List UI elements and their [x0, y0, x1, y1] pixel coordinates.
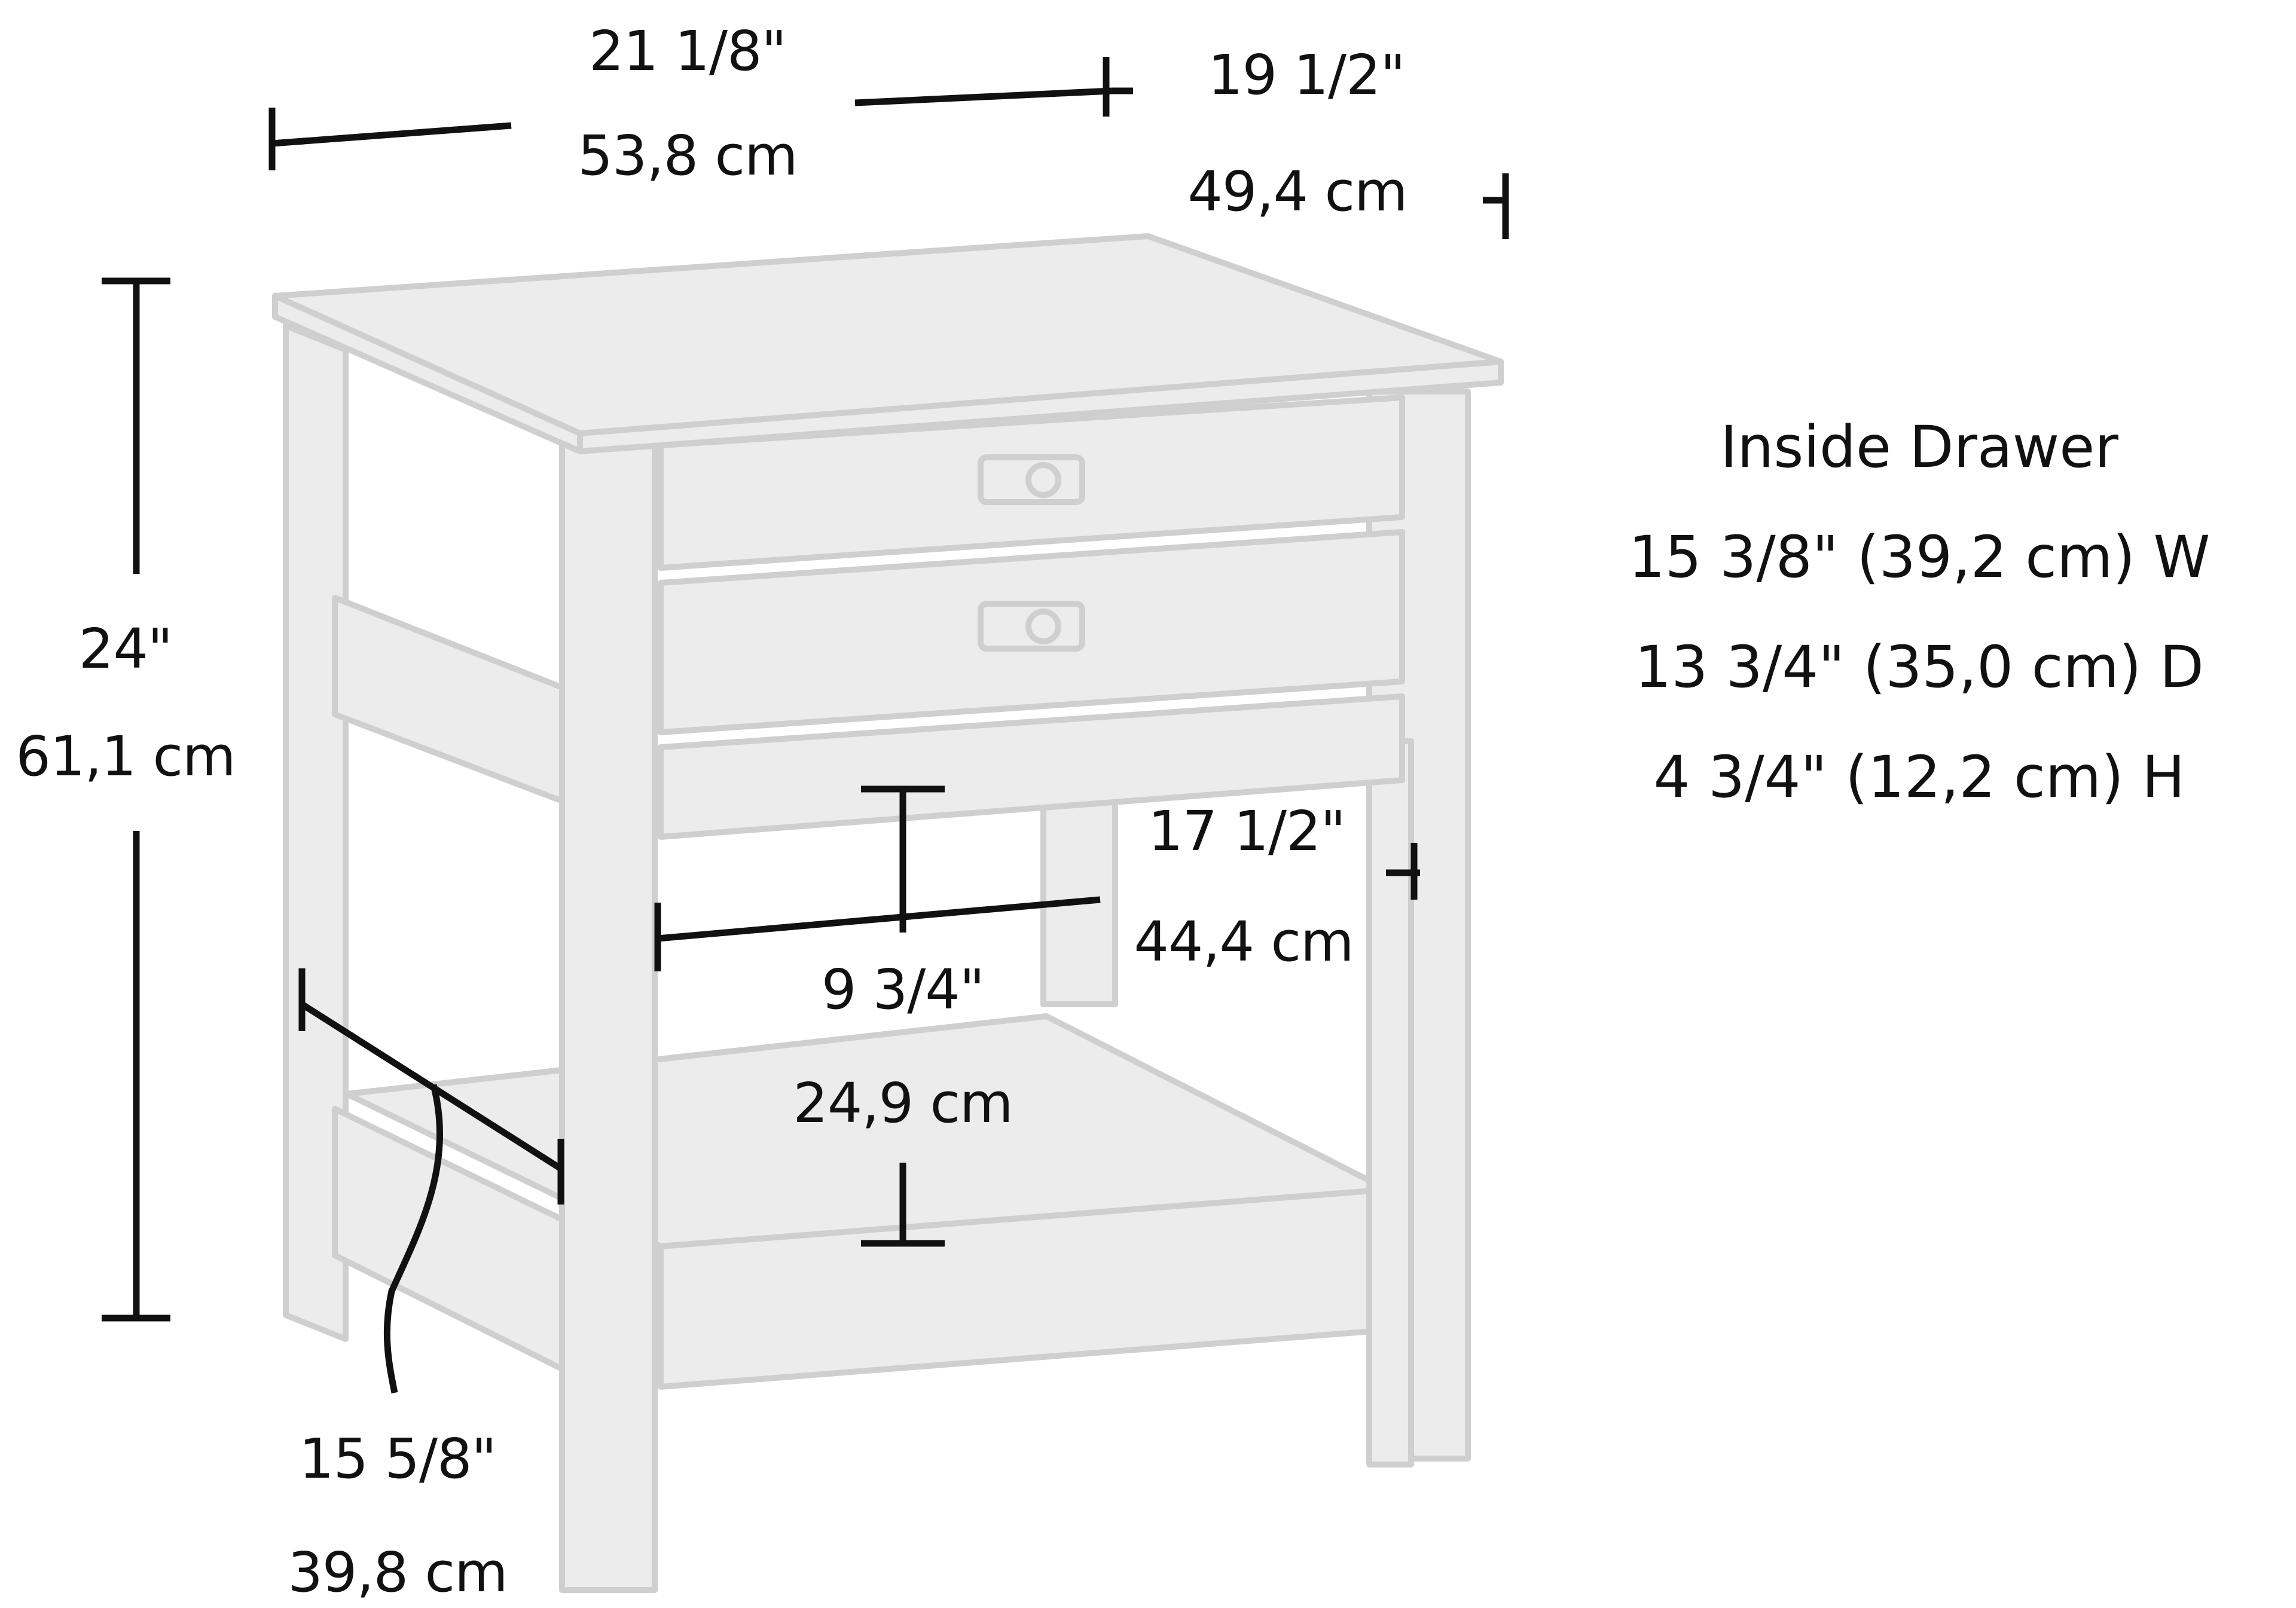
table-top-front-edge: [577, 359, 1504, 454]
front-right-leg: [1366, 738, 1414, 1468]
shelf-width-inches-label: 17 1/2": [1148, 799, 1346, 863]
drawer-pulls: [978, 454, 1085, 652]
inside-drawer-info: Inside Drawer 15 3/8" (39,2 cm) W 13 3/4…: [1549, 418, 2290, 858]
front-lower-rail: [658, 693, 1405, 840]
inside-drawer-depth: 13 3/4" (35,0 cm) D: [1635, 634, 2204, 701]
side-apron: [332, 595, 565, 804]
depth-inches-label: 19 1/2": [1208, 43, 1406, 107]
shelf-height-dimension-line: [861, 785, 945, 1247]
inside-drawer-width: 15 3/8" (39,2 cm) W: [1628, 524, 2210, 591]
depth-cm-label: 49,4 cm: [1187, 160, 1407, 224]
shelf-depth-cm-label: 39,8 cm: [288, 1540, 508, 1604]
width-cm-label: 53,8 cm: [578, 124, 798, 188]
shelf-width-cm-label: 44,4 cm: [1134, 910, 1354, 974]
inside-drawer-height: 4 3/4" (12,2 cm) H: [1653, 744, 2185, 811]
height-cm-label: 61,1 cm: [16, 724, 236, 788]
shelf-depth-dimension-line: [298, 968, 564, 1394]
drawer-pull-icon: [978, 454, 1085, 505]
front-left-leg: [559, 439, 658, 1593]
shelf-height-cm-label: 24,9 cm: [793, 1071, 1013, 1135]
depth-dimension-line: [1112, 87, 1509, 239]
width-inches-label: 21 1/8": [589, 19, 787, 83]
shelf-depth-inches-label: 15 5/8": [299, 1427, 497, 1491]
shelf-height-inches-label: 9 3/4": [821, 958, 985, 1022]
shelf-width-dimension-line: [654, 843, 1420, 971]
drawer-pull-icon: [978, 601, 1085, 652]
height-dimension-line: [102, 277, 170, 1322]
width-dimension-line: [268, 57, 1113, 170]
inside-drawer-title: Inside Drawer: [1720, 414, 2118, 481]
height-inches-label: 24": [78, 617, 173, 681]
